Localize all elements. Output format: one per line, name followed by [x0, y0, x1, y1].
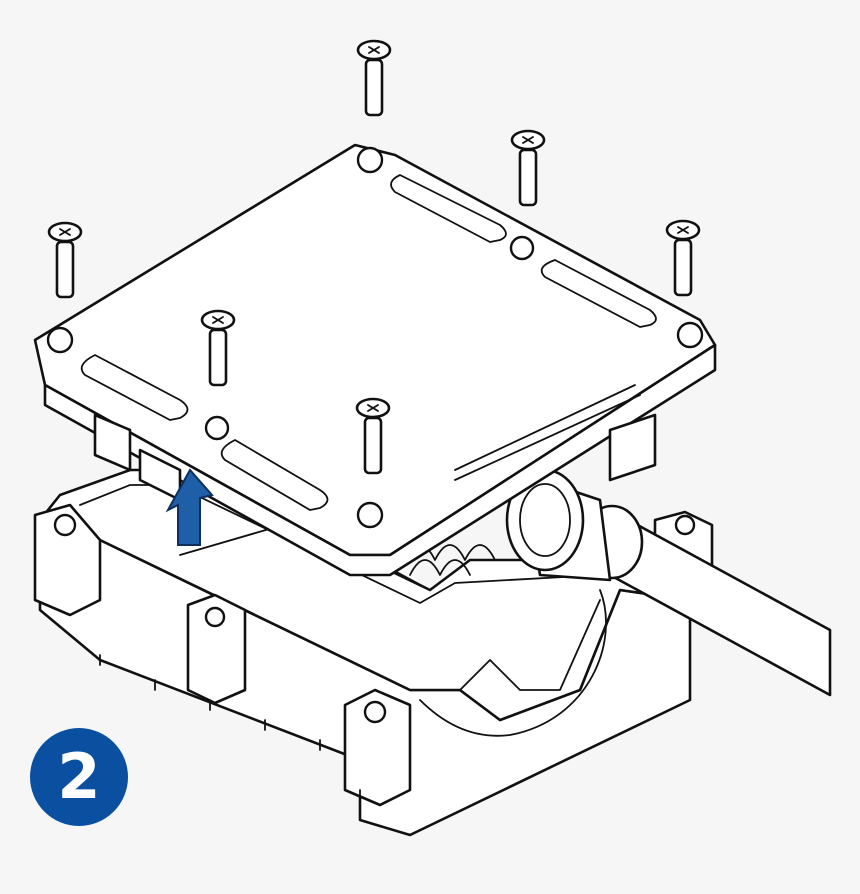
- step-number-badge: 2: [30, 728, 128, 826]
- cable-icon: [404, 468, 832, 737]
- screw-icon: [47, 39, 701, 475]
- arrow-up-icon: [165, 468, 214, 546]
- pcb-lid: [33, 143, 717, 577]
